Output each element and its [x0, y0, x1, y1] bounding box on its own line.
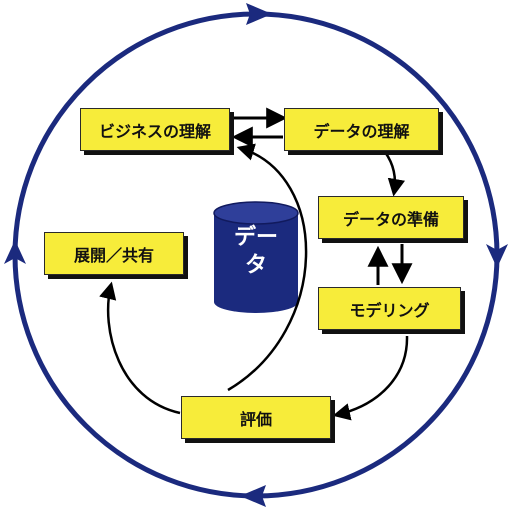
stage-evaluation-label: 評価: [239, 409, 272, 429]
arrow-modeling-to-evaluation: [332, 335, 409, 421]
stage-evaluation: 評価: [181, 396, 331, 439]
arrow-evaluation-to-deployment: [99, 281, 181, 415]
stage-data-understanding: データの理解: [284, 108, 439, 151]
cycle-arrow-bottom: [240, 485, 266, 507]
stage-business-understanding: ビジネスの理解: [80, 108, 230, 151]
stage-deployment-label: 展開／共有: [73, 245, 154, 265]
data-cylinder-label-line2: タ: [244, 253, 267, 278]
stage-modeling-label: モデリング: [349, 300, 430, 320]
stage-data-preparation: データの準備: [318, 196, 464, 239]
arrow-data-understanding-to-preparation: [383, 151, 406, 197]
stage-modeling: モデリング: [318, 287, 461, 330]
data-cylinder-label-line1: デー: [233, 225, 278, 250]
cycle-arrow-top: [246, 3, 272, 25]
stage-business-understanding-label: ビジネスの理解: [98, 121, 211, 141]
stage-data-understanding-label: データの理解: [313, 121, 410, 141]
cycle-arrow-right: [486, 244, 508, 268]
stage-deployment: 展開／共有: [44, 232, 184, 275]
stage-data-preparation-label: データの準備: [342, 209, 439, 229]
cycle-arrow-left: [4, 240, 26, 264]
data-cylinder-label: デー タ: [224, 224, 288, 280]
data-cylinder: [213, 201, 299, 313]
arrow-evaluation-to-business: [227, 143, 308, 392]
